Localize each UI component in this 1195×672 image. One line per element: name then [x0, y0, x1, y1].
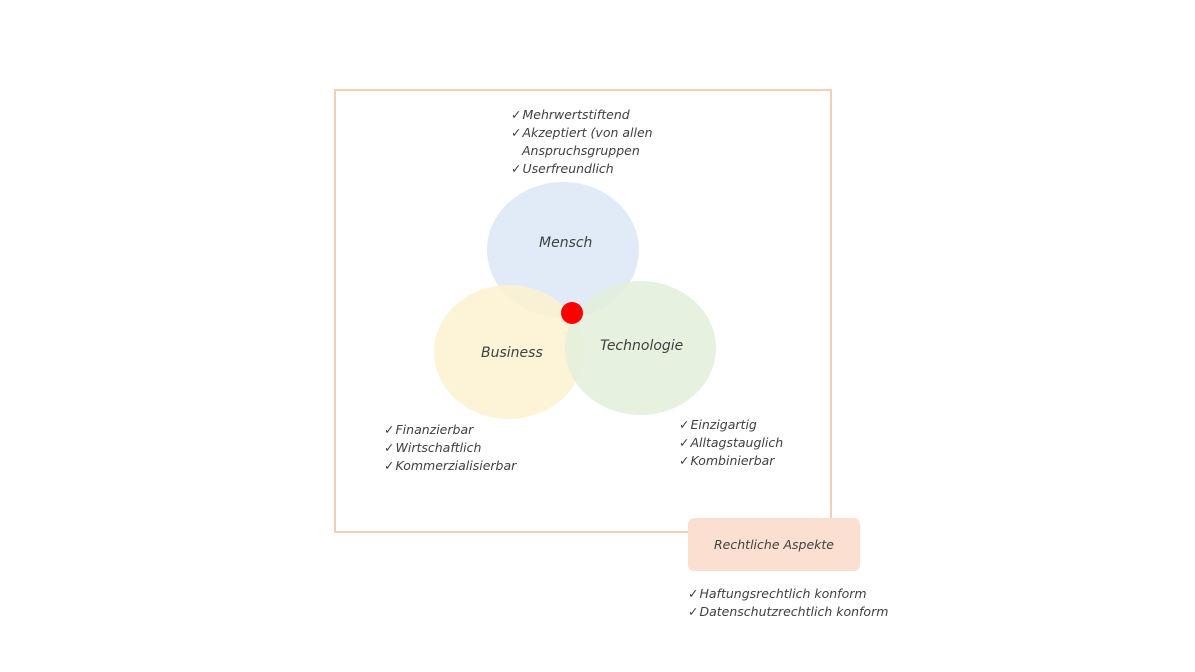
- center-intersection-dot: [561, 302, 583, 324]
- business-label: Business: [481, 345, 543, 361]
- checkmark-icon: ✓: [688, 586, 699, 601]
- checkmark-icon: ✓: [679, 417, 690, 432]
- checkmark-icon: ✓: [384, 458, 395, 473]
- list-item: Anspruchsgruppen: [522, 143, 640, 158]
- list-item: ✓Haftungsrechtlich konform: [688, 586, 867, 601]
- legal-criteria-list: ✓Haftungsrechtlich konform ✓Datenschutzr…: [688, 585, 888, 621]
- checkmark-icon: ✓: [679, 453, 690, 468]
- technologie-criteria-list: ✓Einzigartig ✓Alltagstauglich ✓Kombinier…: [679, 416, 783, 470]
- list-item: ✓Einzigartig: [679, 417, 757, 432]
- list-item: ✓Kommerzialisierbar: [384, 458, 517, 473]
- list-item: ✓Alltagstauglich: [679, 435, 784, 450]
- checkmark-icon: ✓: [384, 422, 395, 437]
- list-item: ✓Datenschutzrechtlich konform: [688, 604, 889, 619]
- technologie-circle: [565, 281, 716, 415]
- mensch-criteria-list: ✓Mehrwertstiftend ✓Akzeptiert (von allen…: [511, 106, 653, 178]
- checkmark-icon: ✓: [511, 161, 522, 176]
- checkmark-icon: ✓: [384, 440, 395, 455]
- business-circle: [434, 285, 584, 419]
- technologie-label: Technologie: [600, 338, 684, 354]
- checkmark-icon: ✓: [511, 107, 522, 122]
- checkmark-icon: ✓: [679, 435, 690, 450]
- list-item: ✓Kombinierbar: [679, 453, 775, 468]
- list-item: ✓Akzeptiert (von allen: [511, 125, 653, 140]
- list-item: ✓Wirtschaftlich: [384, 440, 482, 455]
- checkmark-icon: ✓: [511, 125, 522, 140]
- legal-aspects-label: Rechtliche Aspekte: [714, 537, 834, 552]
- business-criteria-list: ✓Finanzierbar ✓Wirtschaftlich ✓Kommerzia…: [384, 421, 516, 475]
- mensch-label: Mensch: [539, 235, 593, 251]
- list-item: ✓Finanzierbar: [384, 422, 474, 437]
- list-item: ✓Mehrwertstiftend: [511, 107, 630, 122]
- diagram-frame: [334, 89, 832, 533]
- list-item: ✓Userfreundlich: [511, 161, 614, 176]
- checkmark-icon: ✓: [688, 604, 699, 619]
- legal-aspects-box: Rechtliche Aspekte: [688, 518, 860, 571]
